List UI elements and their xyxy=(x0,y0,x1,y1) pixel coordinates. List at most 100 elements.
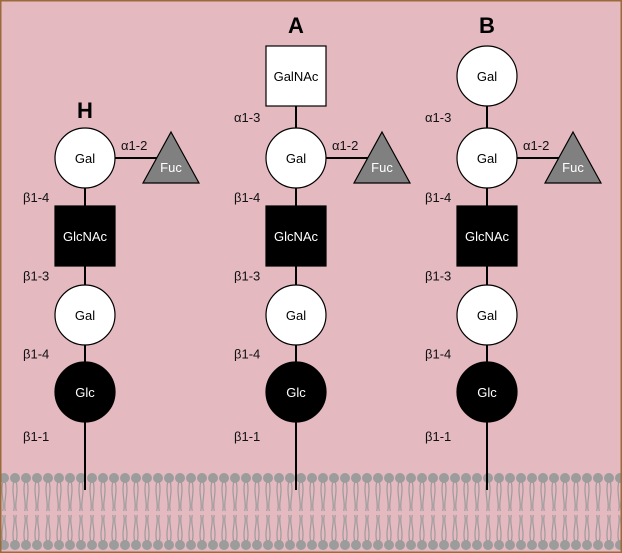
lipid-tail xyxy=(463,514,466,542)
lipid-tail xyxy=(279,514,282,542)
lipid-tail xyxy=(213,514,216,542)
galactose-circle-icon xyxy=(54,127,116,189)
lipid-tail xyxy=(543,514,546,542)
galactose-circle-icon xyxy=(265,284,327,346)
lipid-tail xyxy=(562,514,565,542)
lipid-tail xyxy=(111,481,114,512)
lipid-tail xyxy=(532,514,535,542)
lipid-tail xyxy=(334,481,337,512)
linkage-label: β1-3 xyxy=(425,269,451,284)
lipid-tail xyxy=(254,481,257,512)
lipid-tail xyxy=(584,481,587,512)
lipid-tail xyxy=(70,514,73,542)
lipid-head xyxy=(274,540,284,550)
lipid-tail xyxy=(477,481,480,512)
lipid-tail xyxy=(287,481,290,512)
lipid-head xyxy=(164,540,174,550)
lipid-tail xyxy=(298,514,301,542)
lipid-head xyxy=(384,473,394,483)
lipid-tail xyxy=(180,481,183,512)
antigen-title: A xyxy=(288,13,304,38)
lipid-tail xyxy=(114,514,117,542)
lipid-tail xyxy=(103,514,106,542)
lipid-tail xyxy=(125,481,128,512)
lipid-tail xyxy=(1,481,4,512)
lipid-tail xyxy=(224,514,227,542)
residue-label: Gal xyxy=(477,151,497,166)
lipid-tail xyxy=(562,481,565,512)
lipid-tail xyxy=(67,481,70,512)
lipid-head xyxy=(571,540,581,550)
lipid-head xyxy=(219,473,229,483)
lipid-tail xyxy=(386,514,389,542)
lipid-tail xyxy=(521,514,524,542)
lipid-tail xyxy=(166,514,169,542)
lipid-head xyxy=(417,473,427,483)
lipid-tail xyxy=(279,481,282,512)
linkage-label: β1-1 xyxy=(234,429,260,444)
lipid-head xyxy=(10,473,20,483)
linkage-label: β1-4 xyxy=(23,190,49,205)
lipid-tail xyxy=(386,481,389,512)
lipid-tail xyxy=(70,481,73,512)
lipid-head xyxy=(406,540,416,550)
lipid-tail xyxy=(356,481,359,512)
residue-label: GlcNAc xyxy=(465,229,510,244)
lipid-tail xyxy=(37,514,40,542)
lipid-tail xyxy=(312,481,315,512)
lipid-tail xyxy=(290,481,293,512)
lipid-tail xyxy=(323,481,326,512)
lipid-tail xyxy=(37,481,40,512)
lipid-head xyxy=(560,473,570,483)
lipid-head xyxy=(527,473,537,483)
lipid-tail xyxy=(573,481,576,512)
lipid-tail xyxy=(466,481,469,512)
lipid-head xyxy=(505,540,515,550)
lipid-head xyxy=(505,473,515,483)
lipid-tail xyxy=(309,514,312,542)
lipid-tail xyxy=(573,514,576,542)
lipid-head xyxy=(593,540,603,550)
lipid-head xyxy=(373,473,383,483)
lipid-head xyxy=(208,473,218,483)
fucose-linkage-label: α1-2 xyxy=(332,138,358,153)
residue-label: Glc xyxy=(477,385,497,400)
lipid-tail xyxy=(551,481,554,512)
lipid-tail xyxy=(367,481,370,512)
lipid-head xyxy=(87,473,97,483)
fucose-triangle-icon xyxy=(352,130,412,184)
lipid-head xyxy=(10,540,20,550)
lipid-tail xyxy=(122,481,125,512)
lipid-tail xyxy=(290,514,293,542)
lipid-tail xyxy=(441,481,444,512)
lipid-tail xyxy=(565,481,568,512)
lipid-tail xyxy=(136,514,139,542)
lipid-head xyxy=(615,540,622,550)
lipid-head xyxy=(373,540,383,550)
lipid-tail xyxy=(268,514,271,542)
lipid-tail xyxy=(199,514,202,542)
lipid-head xyxy=(428,473,438,483)
residue-label: Glc xyxy=(75,385,95,400)
lipid-tail xyxy=(56,481,59,512)
lipid-head xyxy=(241,540,251,550)
lipid-tail xyxy=(48,514,51,542)
lipid-tail xyxy=(210,481,213,512)
lipid-head xyxy=(406,473,416,483)
lipid-head xyxy=(428,540,438,550)
lipid-head xyxy=(516,473,526,483)
lipid-tail xyxy=(364,481,367,512)
lipid-tail xyxy=(444,481,447,512)
lipid-tail xyxy=(452,481,455,512)
linkage-label: β1-4 xyxy=(234,347,260,362)
lipid-tail xyxy=(243,514,246,542)
glucose-circle-icon xyxy=(456,361,518,423)
lipid-tail xyxy=(235,481,238,512)
galactose-circle-icon xyxy=(456,127,518,189)
lipid-tail xyxy=(400,481,403,512)
lipid-tail xyxy=(221,514,224,542)
lipid-bilayer-membrane xyxy=(0,473,622,550)
lipid-tail xyxy=(89,514,92,542)
lipid-head xyxy=(549,540,559,550)
